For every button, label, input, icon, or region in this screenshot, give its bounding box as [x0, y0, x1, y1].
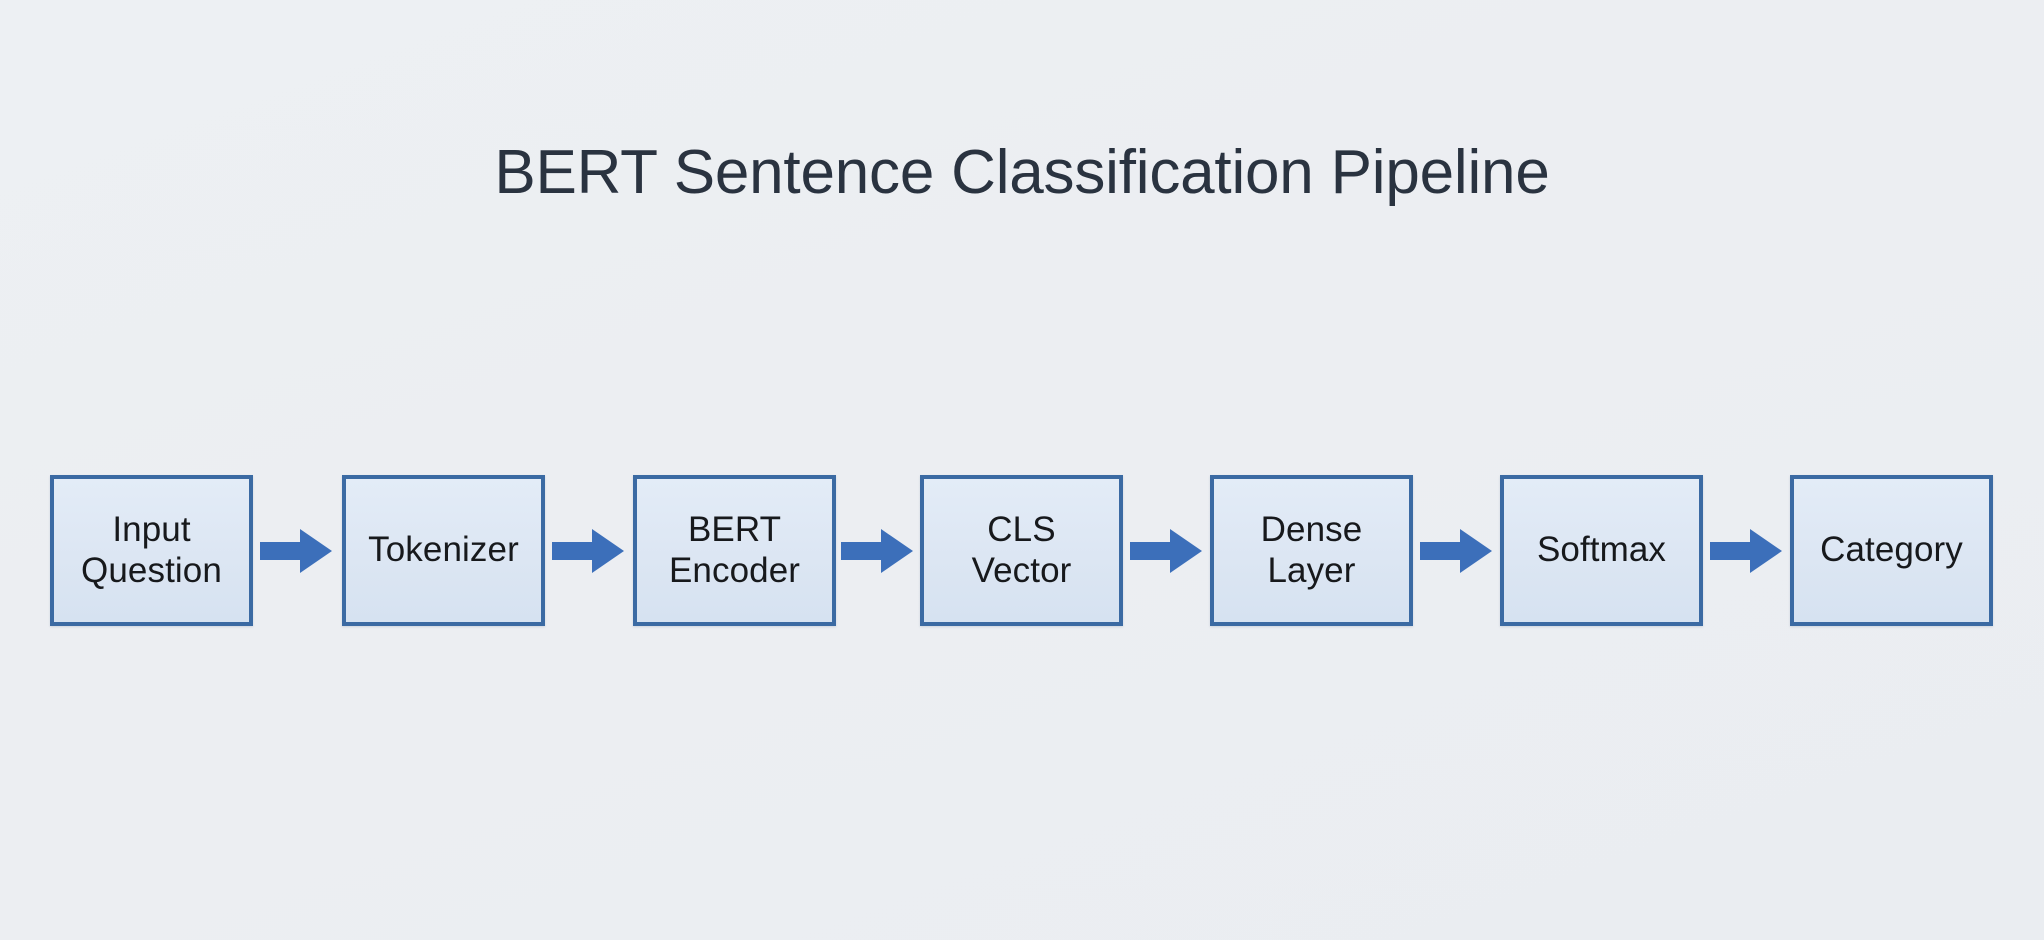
node-label: Dense Layer	[1260, 509, 1363, 590]
arrow-right-icon	[1130, 527, 1202, 575]
arrow-right-icon	[841, 527, 913, 575]
node-label: Category	[1820, 530, 1963, 570]
node-category[interactable]: Category	[1790, 475, 1993, 626]
page-title: BERT Sentence Classification Pipeline	[494, 138, 1550, 207]
arrow-right-icon	[1710, 527, 1782, 575]
node-label: Softmax	[1536, 530, 1667, 570]
node-label: BERT Encoder	[668, 509, 801, 590]
node-label: Input Question	[81, 509, 222, 590]
arrow-right-icon	[1420, 527, 1492, 575]
pipeline-flow-row: Input Question Tokenizer BERT Encoder	[50, 475, 1994, 627]
node-tokenizer[interactable]: Tokenizer	[342, 475, 545, 626]
node-input-question[interactable]: Input Question	[50, 475, 253, 626]
arrow-right-icon	[260, 527, 332, 575]
node-label: CLS Vector	[971, 509, 1072, 590]
arrow-right-icon	[552, 527, 624, 575]
node-bert-encoder[interactable]: BERT Encoder	[633, 475, 836, 626]
node-label: Tokenizer	[368, 530, 519, 570]
node-cls-vector[interactable]: CLS Vector	[920, 475, 1123, 626]
node-dense-layer[interactable]: Dense Layer	[1210, 475, 1413, 626]
node-softmax[interactable]: Softmax	[1500, 475, 1703, 626]
